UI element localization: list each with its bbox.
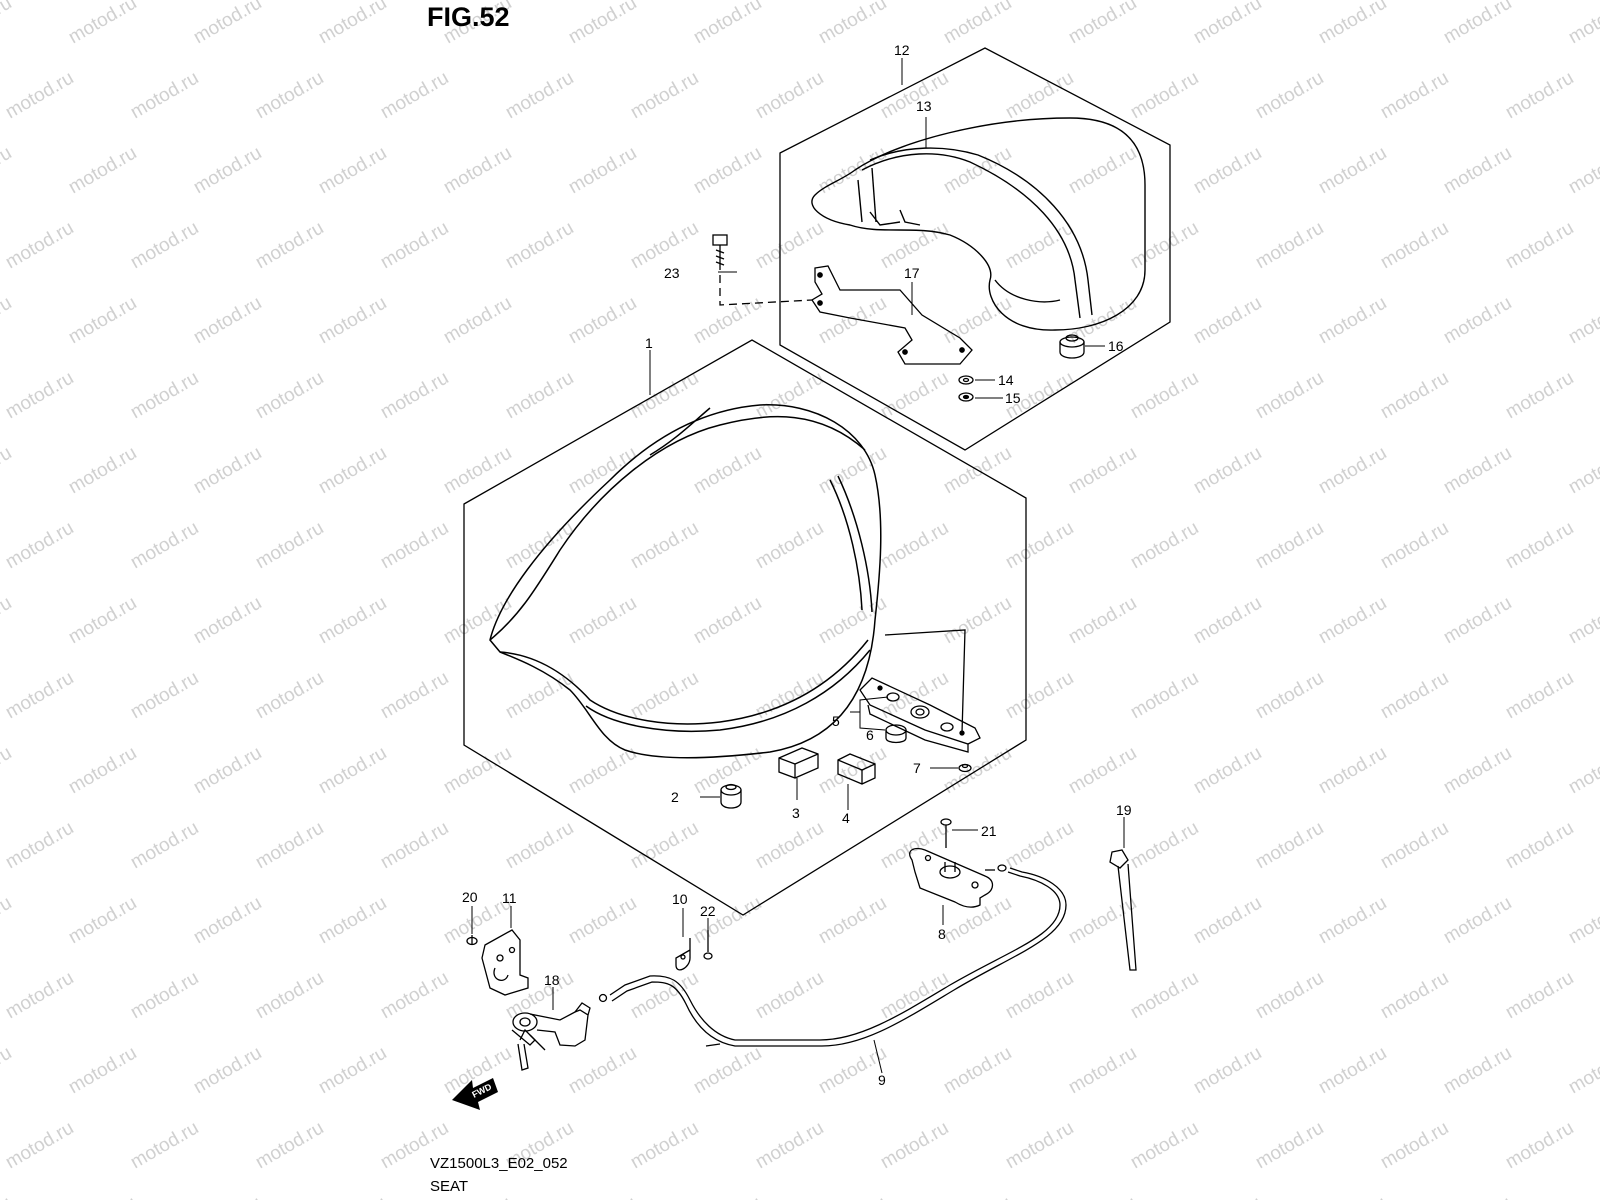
pad-4-part — [837, 753, 876, 785]
screw-22-part — [703, 930, 713, 960]
screw-21-part — [940, 818, 952, 848]
diagram-code: VZ1500L3_E02_052 — [430, 1155, 568, 1172]
leader-lines — [471, 58, 1125, 1074]
lock-mount-bracket-11-part — [481, 929, 529, 996]
figure-title: FIG.52 — [427, 2, 510, 32]
callout-23: 23 — [664, 265, 680, 281]
rear-seat-part — [811, 117, 1146, 331]
callout-4: 4 — [842, 810, 850, 826]
callout-12: 12 — [894, 42, 910, 58]
cushion-6-part — [885, 724, 907, 744]
callout-9: 9 — [878, 1072, 886, 1088]
callout-16: 16 — [1108, 338, 1124, 354]
seat-lock-cable-9-part — [598, 864, 1067, 1047]
washer-14-part — [958, 375, 974, 385]
callout-19: 19 — [1116, 802, 1132, 818]
callout-20: 20 — [462, 889, 478, 905]
callout-18: 18 — [544, 972, 560, 988]
callout-11: 11 — [502, 890, 517, 906]
rubber-cushion-16-part — [1059, 334, 1085, 359]
front-seat-part — [489, 404, 882, 759]
rear-seat-bracket-part — [811, 265, 973, 365]
cable-guide-10-part — [675, 938, 691, 971]
callout-14: 14 — [998, 372, 1014, 388]
callout-5: 5 — [832, 713, 840, 729]
forward-arrow-icon: FWD — [452, 1078, 498, 1110]
callout-21: 21 — [981, 823, 997, 839]
callout-3: 3 — [792, 805, 800, 821]
washer-7-part — [958, 763, 972, 773]
seat-plate-5-part — [859, 629, 981, 753]
cable-tie-19-part — [1109, 849, 1137, 971]
screw-20-part — [466, 935, 478, 946]
cushion-2-part — [720, 783, 742, 809]
lock-bracket-8-part — [909, 847, 995, 908]
pad-3-part — [778, 747, 819, 779]
callout-10: 10 — [672, 891, 688, 907]
seat-lock-set-18-part — [511, 1002, 591, 1071]
nut-15-part — [958, 392, 974, 402]
callout-7: 7 — [913, 760, 921, 776]
callout-1: 1 — [645, 335, 653, 351]
callout-2: 2 — [671, 789, 679, 805]
diagram-name: SEAT — [430, 1178, 469, 1195]
front-seat-group-outline — [463, 339, 1027, 916]
callout-17: 17 — [904, 265, 920, 281]
callout-22: 22 — [700, 903, 716, 919]
callout-6: 6 — [866, 727, 874, 743]
rear-seat-group-outline — [779, 47, 1171, 451]
callout-8: 8 — [938, 926, 946, 942]
bolt-23-part — [712, 234, 813, 306]
callout-13: 13 — [916, 98, 932, 114]
callout-15: 15 — [1005, 390, 1021, 406]
